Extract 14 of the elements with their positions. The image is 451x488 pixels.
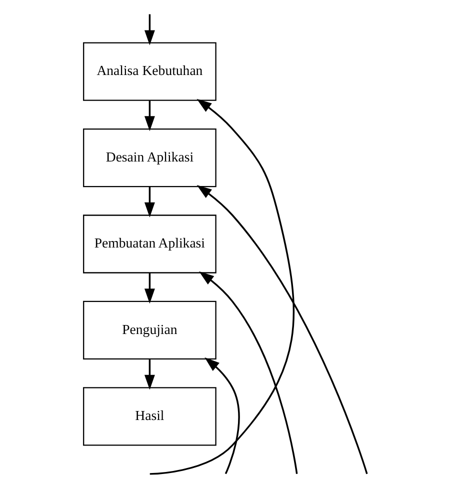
arrow — [204, 357, 240, 474]
arrow — [150, 98, 294, 475]
arrow — [199, 271, 298, 474]
arrow — [144, 273, 155, 304]
arrow — [144, 14, 155, 46]
arrow — [144, 359, 155, 390]
arrow — [144, 100, 155, 132]
node-box: Hasil — [83, 387, 216, 446]
node-box: Pembuatan Aplikasi — [83, 214, 216, 274]
node-box: Pengujian — [83, 300, 216, 360]
node-box: Analisa Kebutuhan — [83, 42, 216, 101]
arrow — [144, 186, 155, 218]
node-box: Desain Aplikasi — [83, 128, 216, 188]
arrow — [196, 185, 368, 474]
